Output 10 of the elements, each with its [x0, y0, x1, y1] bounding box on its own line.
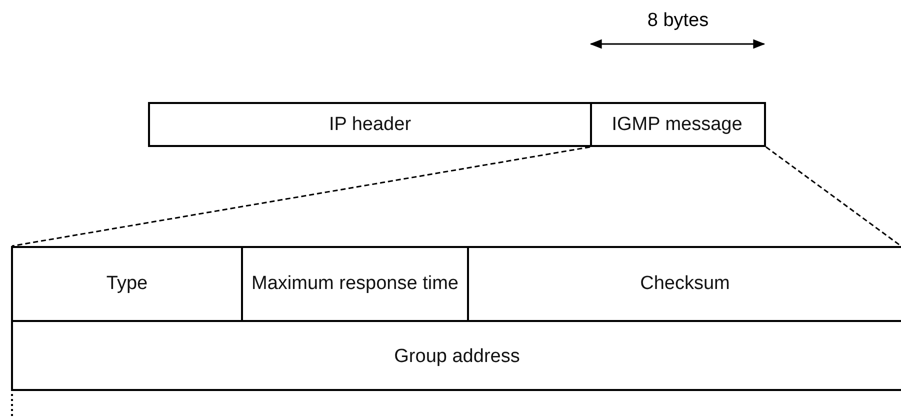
packet-format-table [11, 246, 901, 391]
field-cell: Group address [13, 320, 901, 391]
dimension-label: 8 bytes [646, 10, 710, 32]
field-cell: Type [13, 248, 243, 320]
zoom-line [766, 146, 901, 247]
message-field-box: IGMP message [590, 102, 766, 147]
zoom-line [12, 146, 590, 247]
field-cell: Maximum response time [243, 248, 469, 320]
field-cell: Checksum [469, 248, 901, 320]
header-field-box: IP header [148, 102, 592, 147]
